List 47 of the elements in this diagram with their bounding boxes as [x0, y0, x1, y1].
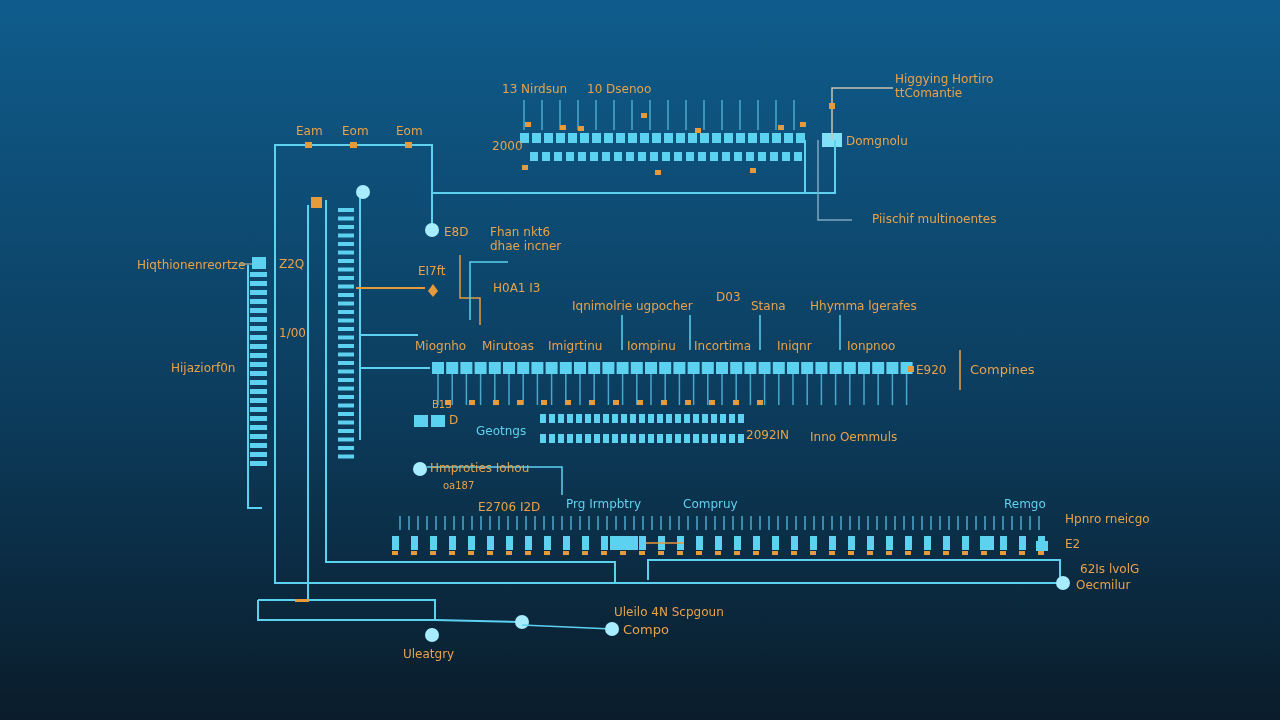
- component-label: Hijaziorf0n: [171, 361, 236, 375]
- component-label: Prg Irmpbtry: [566, 497, 642, 511]
- component-label: E920: [916, 363, 947, 377]
- component-label: D: [449, 413, 459, 427]
- component-label: 1/00: [279, 326, 306, 340]
- component-label: 2000: [492, 139, 523, 153]
- component-label: E2706 I2D: [478, 500, 541, 514]
- component-label: Hiqthionenreortze: [137, 258, 246, 272]
- component-label: D03: [716, 290, 741, 304]
- component-label: Geotngs: [476, 424, 527, 438]
- component-label: Uleilo 4N Scpgoun: [614, 605, 724, 619]
- component-label: Hmproties Iohou: [430, 461, 530, 475]
- component-label: oa187: [443, 479, 475, 493]
- component-label: 10 Dsenoo: [587, 82, 652, 96]
- component-label: Z2Q: [279, 257, 305, 271]
- component-label: Mirutoas: [482, 339, 534, 353]
- component-label: Iniqnr: [777, 339, 812, 353]
- component-label: H0A1 I3: [493, 281, 541, 295]
- component-label: E8D: [444, 225, 469, 239]
- component-label: 62Is lvolG: [1080, 562, 1140, 576]
- component-label: Eom: [396, 124, 423, 138]
- component-label: Eom: [342, 124, 369, 138]
- component-label: Miognho: [415, 339, 467, 353]
- component-label: Imigrtinu: [548, 339, 603, 353]
- component-label: Eam: [296, 124, 323, 138]
- component-label: Uleatgry: [403, 647, 455, 661]
- component-label: 13 Nirdsun: [502, 82, 568, 96]
- component-label: 2092IN: [746, 428, 790, 442]
- component-label: Compruy: [683, 497, 738, 511]
- component-label: Piischif multinoentes: [872, 212, 997, 226]
- component-label: Fhan nkt6 dhae incner: [490, 225, 562, 253]
- component-label: Higgying Hortiro ttComantie: [895, 72, 995, 100]
- component-label: Iompinu: [627, 339, 676, 353]
- component-label: Domgnolu: [846, 134, 908, 148]
- component-label: Hhymma lgerafes: [810, 299, 917, 313]
- component-label: Compines: [970, 363, 1035, 377]
- component-label: Stana: [751, 299, 786, 313]
- component-label: EI7ft: [418, 264, 446, 278]
- component-label: E2: [1065, 537, 1081, 551]
- component-label: Ionpnoo: [847, 339, 896, 353]
- component-label: Inno Oemmuls: [810, 430, 898, 444]
- component-label: Incortima: [694, 339, 752, 353]
- component-label: Remgo: [1004, 497, 1046, 511]
- component-label: Iqnimolrie ugpocher: [572, 299, 693, 313]
- component-label: Hpnro rneicgo: [1065, 512, 1150, 526]
- component-label: Compo: [623, 623, 669, 637]
- component-label: Oecmilur: [1076, 578, 1131, 592]
